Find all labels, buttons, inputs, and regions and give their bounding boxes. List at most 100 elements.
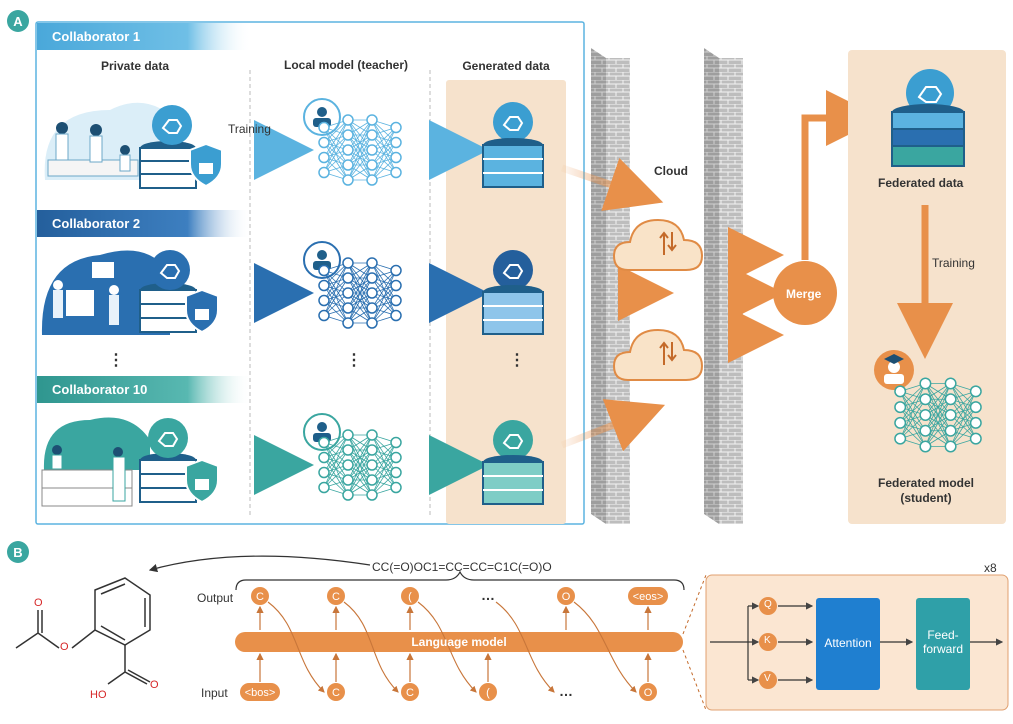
nn-node [366, 174, 378, 186]
atom-ho: HO [90, 689, 107, 701]
collaborator-2-header: Collaborator 2 [52, 215, 141, 231]
nn-node [390, 151, 402, 164]
input-token: O [639, 683, 657, 701]
output-label: Output [197, 591, 234, 605]
nn-edge [323, 119, 349, 158]
smiles-to-molecule-arrow [148, 555, 371, 573]
nn-edge [323, 134, 349, 173]
nn-node [318, 279, 330, 292]
nn-edge [347, 262, 373, 324]
nn-edge [371, 442, 397, 496]
token-text: … [559, 683, 573, 699]
nn-node [894, 401, 907, 414]
nn-node [342, 444, 354, 456]
nn-edge [950, 391, 977, 447]
nn-node [318, 309, 330, 322]
nn-edge [347, 119, 373, 181]
merge-node [773, 261, 837, 325]
nn-edge [323, 277, 349, 316]
nn-edge [347, 149, 373, 181]
nn-edge [323, 119, 349, 173]
neural-network-collab1 [318, 114, 402, 186]
nn-node [366, 474, 378, 486]
feedback-arrow [417, 601, 477, 693]
language-model-label: Language model [411, 635, 507, 649]
nn-node [366, 144, 378, 156]
nn-node [969, 432, 982, 445]
nn-edge [950, 406, 977, 447]
nn-node [390, 309, 402, 322]
nn-edge [347, 277, 373, 324]
v-node [759, 671, 777, 689]
smiles-brace [235, 570, 685, 591]
token-pill [557, 587, 575, 605]
nn-node [969, 401, 982, 414]
firewall-left [591, 48, 630, 524]
nn-edge [925, 414, 951, 447]
nn-node [342, 129, 354, 141]
attention-block [816, 598, 880, 690]
nn-edge [347, 262, 373, 294]
nn-node [366, 287, 378, 299]
token-text: <eos> [633, 591, 664, 603]
database-lock-2 [139, 250, 219, 334]
nn-edge [323, 434, 349, 488]
nn-edge [925, 383, 951, 431]
nn-node [342, 272, 354, 284]
token-pill [327, 587, 345, 605]
lab-scene-3 [41, 417, 150, 507]
nn-edge [899, 383, 926, 424]
federated-training-label: Training [932, 256, 975, 270]
nn-node [366, 114, 378, 126]
feedback-arrow [343, 601, 399, 693]
nn-node [390, 436, 402, 449]
token-pill [240, 683, 280, 701]
nn-node [342, 257, 354, 269]
nn-node [919, 393, 932, 406]
attention-label: Attention [824, 636, 872, 650]
nn-node [342, 144, 354, 156]
ellipsis-model: ⋮ [346, 352, 362, 369]
collab1-header-bg [37, 23, 252, 50]
nn-edge [899, 383, 926, 439]
federated-db [891, 69, 965, 167]
nn-node [318, 136, 330, 149]
generated-data-heading: Generated data [462, 59, 550, 73]
generated-db-1 [482, 102, 544, 188]
nn-edge [371, 285, 397, 324]
database-lock-1 [139, 105, 223, 189]
nn-node [894, 416, 907, 429]
language-model-bar [235, 632, 683, 652]
atom-o-ester: O [60, 641, 69, 653]
atom-o-carbonyl: O [34, 597, 43, 609]
database-lock-3 [139, 418, 219, 504]
nn-node [366, 257, 378, 269]
nn-node [390, 466, 402, 479]
collaborator-1-header: Collaborator 1 [52, 28, 141, 44]
nn-edge [323, 262, 349, 316]
k-label: K [764, 635, 771, 646]
nn-node [390, 136, 402, 149]
nn-edge [371, 127, 397, 166]
nn-node [944, 377, 957, 390]
token-text: C [406, 687, 414, 699]
token-pill [401, 683, 419, 701]
nn-node [919, 377, 932, 390]
nn-edge [371, 127, 397, 181]
nn-node [944, 440, 957, 453]
token-pill [401, 587, 419, 605]
nn-node [342, 159, 354, 171]
nn-edge [371, 142, 397, 181]
nn-node [366, 272, 378, 284]
nn-node [318, 151, 330, 164]
nn-edge [347, 119, 373, 151]
nn-node [390, 121, 402, 134]
nn-node [342, 489, 354, 501]
nn-node [969, 385, 982, 398]
nn-edge [950, 391, 977, 431]
output-token: ( [401, 587, 419, 605]
nn-edge [347, 119, 373, 166]
nn-edge [347, 262, 373, 309]
token-text: C [256, 591, 264, 603]
